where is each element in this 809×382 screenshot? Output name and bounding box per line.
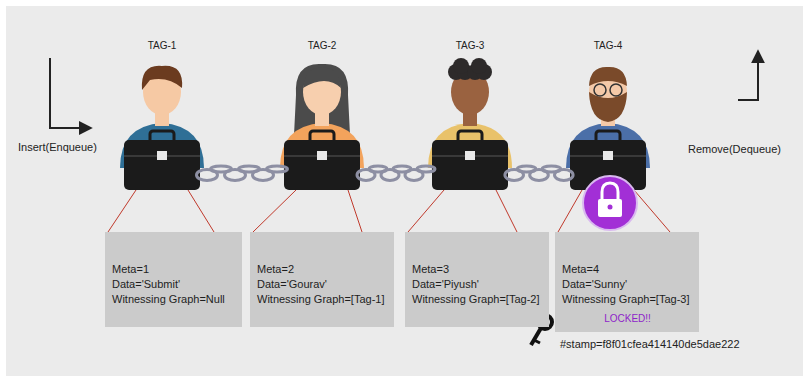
person-figure: [280, 64, 364, 190]
leader-line: [634, 190, 670, 232]
hair: [471, 58, 487, 74]
person-figure: [566, 67, 650, 190]
tag-label: TAG-1: [148, 40, 177, 51]
operation-label: Remove(Dequeue): [688, 143, 781, 155]
briefcase: [284, 140, 360, 190]
field-text: Data='Piyush': [412, 277, 543, 292]
field-text: Witnessing Graph=Null: [112, 292, 236, 307]
glasses: [610, 84, 622, 96]
beard: [589, 92, 627, 122]
field-text: Witnessing Graph=[Tag-3]: [562, 292, 693, 307]
hair: [303, 68, 341, 88]
field-text: Meta=4: [562, 262, 693, 277]
operation-label: Insert(Enqueue): [18, 141, 97, 153]
hair: [453, 58, 469, 74]
lock-body: [598, 199, 622, 217]
data-box: Meta=3Data='Piyush'Witnessing Graph=[Tag…: [405, 232, 549, 327]
lock-shackle: [602, 183, 618, 200]
field-text: Witnessing Graph=[Tag-2]: [412, 292, 543, 307]
remove-arrow: [738, 52, 758, 100]
leader-line: [496, 190, 517, 232]
leader-line: [188, 190, 214, 232]
data-box: Meta=4Data='Sunny'Witnessing Graph=[Tag-…: [555, 232, 699, 332]
hair: [589, 67, 627, 86]
field-text: Data='Sunny': [562, 277, 693, 292]
briefcase-clasp: [603, 151, 613, 160]
status-text: LOCKED!!: [562, 311, 693, 326]
briefcase-clasp: [465, 151, 475, 160]
field-text: Data='Submit': [112, 277, 236, 292]
lock-circle: [583, 176, 637, 230]
field-text: Meta=2: [257, 262, 388, 277]
background: [6, 6, 803, 376]
briefcase-clasp: [157, 151, 167, 160]
leader-line: [108, 190, 136, 232]
leader-line: [253, 190, 296, 232]
tag-label: TAG-4: [594, 40, 623, 51]
glasses: [594, 84, 606, 96]
leader-line: [408, 190, 444, 232]
key-shaft: [531, 328, 541, 345]
chain-link: [417, 166, 435, 172]
data-box: Meta=1Data='Submit'Witnessing Graph=Null: [105, 232, 242, 327]
briefcase: [124, 140, 200, 190]
field-text: Witnessing Graph=[Tag-1]: [257, 292, 388, 307]
person-figure: [428, 58, 512, 190]
tag-label: TAG-2: [308, 40, 337, 51]
leader-line: [348, 190, 362, 232]
field-text: Meta=3: [412, 262, 543, 277]
stamp-label: #stamp=f8f01cfea414140de5dae222: [560, 338, 740, 350]
chain-link: [267, 166, 288, 172]
tag-label: TAG-3: [456, 40, 485, 51]
field-text: Data='Gourav': [257, 277, 388, 292]
insert-arrow: [50, 58, 90, 128]
field-text: Meta=1: [112, 262, 236, 277]
lock-icon: [583, 176, 637, 230]
chain-link: [555, 170, 574, 181]
briefcase: [432, 140, 508, 190]
hair: [294, 64, 350, 135]
hair: [142, 66, 182, 90]
keyhole: [608, 205, 613, 210]
data-box: Meta=2Data='Gourav'Witnessing Graph=[Tag…: [250, 232, 394, 327]
key-bit: [534, 340, 540, 343]
person-figure: [120, 66, 204, 190]
leader-line: [558, 190, 582, 232]
briefcase-clasp: [317, 151, 327, 160]
